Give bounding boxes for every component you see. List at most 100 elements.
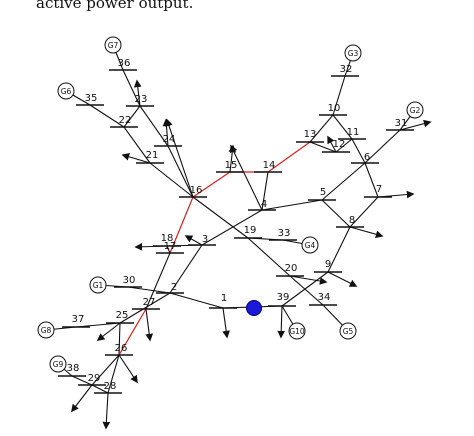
- line-2-30: [127, 286, 171, 294]
- bus-6: 6: [351, 152, 379, 164]
- line-22-23: [123, 105, 141, 128]
- bus-label: 21: [146, 150, 159, 161]
- line-26-28: [107, 354, 120, 394]
- bus-label: 39: [277, 292, 290, 303]
- line-28-29: [91, 384, 109, 394]
- bus-label: 30: [123, 275, 136, 286]
- generator-circle: [406, 101, 424, 119]
- bus-19: 19: [234, 225, 262, 239]
- line-6-11: [351, 138, 366, 164]
- generator-g9: G9: [49, 355, 67, 373]
- generator-g8: G8: [37, 321, 55, 339]
- bus-label: 38: [67, 363, 80, 374]
- line-8-9: [327, 226, 351, 273]
- line-17-18: [166, 245, 171, 254]
- bus-label: 36: [118, 58, 131, 69]
- bus-7: 7: [364, 184, 392, 198]
- generator-label: G8: [41, 326, 52, 335]
- bus-36: 36: [109, 58, 137, 71]
- line-10-32: [332, 75, 346, 116]
- bus-label: 32: [340, 64, 353, 75]
- bus-label: 10: [328, 103, 341, 114]
- bus-label: 29: [88, 373, 101, 384]
- load-arrow-bus-27: [145, 308, 154, 342]
- bus-8: 8: [336, 215, 364, 228]
- bus-37: 37: [62, 314, 90, 328]
- line-19-20: [247, 237, 291, 277]
- line-2-3: [169, 244, 203, 294]
- bus-10: 10: [319, 103, 347, 116]
- load-arrow-bus-9: [327, 271, 358, 287]
- bus-label: 14: [263, 160, 276, 171]
- generator-g7: G7: [104, 36, 122, 54]
- generator-circle: [57, 82, 75, 100]
- load-arrow-bus-3: [184, 235, 203, 246]
- generator-label: G3: [348, 49, 359, 58]
- bus-5: 5: [308, 187, 336, 201]
- generator-circle: [37, 321, 55, 339]
- generator-label: G7: [108, 41, 119, 50]
- line-1-2: [169, 292, 224, 309]
- bus-14: 14: [254, 160, 282, 173]
- bus-label: 33: [278, 228, 291, 239]
- generator-circle: [89, 276, 107, 294]
- bus-label: 12: [333, 139, 346, 150]
- line-26-27: [118, 308, 147, 356]
- line-5-6: [321, 162, 366, 201]
- bus-label: 1: [221, 293, 227, 304]
- caption: active power output.: [36, 0, 194, 12]
- load-arrow-bus-15: [228, 144, 237, 173]
- bus-label: 5: [320, 187, 326, 198]
- generator-label: G9: [53, 360, 64, 369]
- bus-32: 32: [331, 64, 359, 77]
- bus-label: 3: [202, 234, 208, 245]
- bus-23: 23: [126, 94, 154, 107]
- bus-12: 12: [322, 139, 350, 153]
- line-23-24: [139, 105, 169, 147]
- load-arrow-bus-28: [102, 392, 111, 430]
- line-25-26: [118, 322, 121, 356]
- line-16-19: [192, 196, 249, 239]
- line-16-17: [169, 196, 194, 254]
- bus-label: 34: [318, 292, 331, 303]
- line-12-11: [335, 138, 353, 153]
- bus-label: 6: [364, 152, 370, 163]
- bus-label: 13: [304, 129, 317, 140]
- bus-2: 2: [156, 282, 184, 294]
- line-29-38: [71, 375, 93, 386]
- bus-33: 33: [269, 228, 297, 241]
- generator-circle: [301, 236, 319, 254]
- generator-circle: [104, 36, 122, 54]
- line-16-24: [167, 145, 194, 198]
- bus-20: 20: [276, 263, 304, 277]
- bus-1: 1: [209, 293, 237, 309]
- bus-16: 16: [179, 185, 207, 198]
- generator-label: G1: [93, 281, 104, 290]
- load-arrow-bus-4: [230, 144, 263, 211]
- bus-label: 20: [285, 263, 298, 274]
- line-6-7: [364, 162, 379, 198]
- bus-21: 21: [136, 150, 164, 164]
- bus-label: 37: [72, 314, 85, 325]
- bus-label: 11: [347, 127, 360, 138]
- bus-label: 25: [116, 310, 129, 321]
- line-7-8: [349, 196, 379, 228]
- bus-34: 34: [309, 292, 337, 306]
- generator-g6: G6: [57, 82, 75, 100]
- load-arrow-bus-24: [162, 118, 171, 147]
- line-17-27: [145, 252, 171, 310]
- load-arrow-bus-25: [96, 322, 121, 341]
- line-10-13: [309, 114, 334, 143]
- generator-circle: [344, 44, 362, 62]
- load-arrow-bus-29: [71, 384, 93, 413]
- generator-g10: G10: [288, 322, 306, 340]
- line-23-36: [122, 69, 141, 107]
- bus-31: 31: [386, 118, 414, 131]
- generator-g2: G2: [406, 101, 424, 119]
- line-4-5: [261, 199, 323, 211]
- bus-label: 4: [261, 199, 267, 210]
- bus-label: 35: [85, 93, 98, 104]
- load-arrow-bus-8: [349, 226, 384, 239]
- bus-18: 18: [153, 233, 181, 247]
- bus-26: 26: [105, 343, 133, 356]
